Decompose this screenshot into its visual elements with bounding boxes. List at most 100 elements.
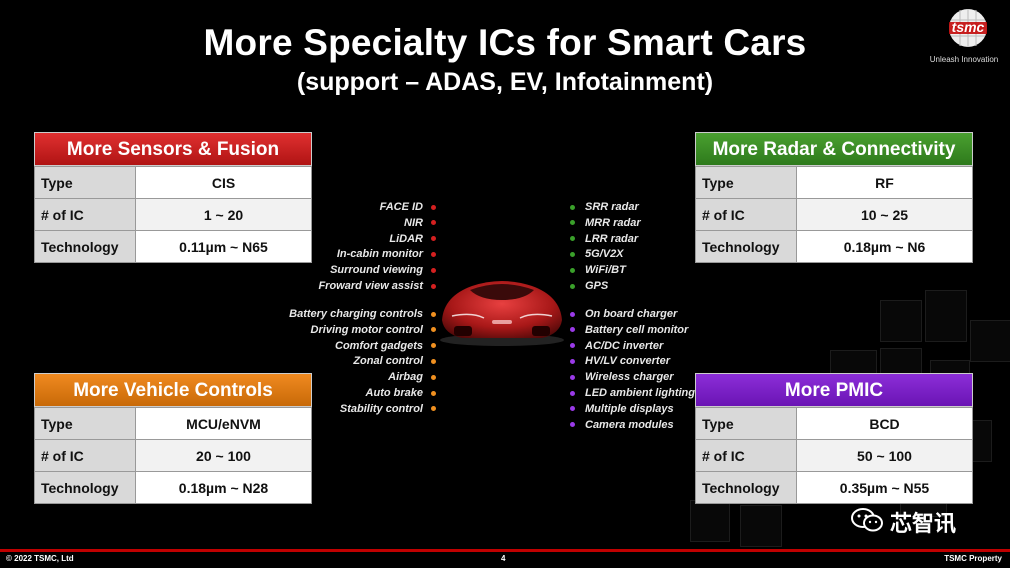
type-value: MCU/eNVM [135, 407, 312, 440]
bullet-dot-icon [570, 343, 575, 349]
bullet-dot-icon [570, 422, 575, 428]
list-item-label: Camera modules [585, 418, 674, 431]
num-ic-value: 10 ~ 25 [796, 198, 973, 231]
list-item-label: LED ambient lighting [585, 386, 695, 399]
bullet-dot-icon [431, 236, 436, 242]
list-item-label: Wireless charger [585, 371, 674, 384]
page-number: 4 [501, 554, 506, 563]
list-item: Zonal control [250, 354, 436, 370]
list-item: Stability control [250, 402, 436, 418]
type-value: BCD [796, 407, 973, 440]
footer-bar [0, 549, 1010, 552]
row-label: Technology [695, 471, 797, 504]
list-item: Froward view assist [250, 279, 436, 295]
list-item: LED ambient lighting [570, 386, 750, 402]
type-value: CIS [135, 166, 312, 199]
num-ic-value: 20 ~ 100 [135, 439, 312, 472]
list-item-label: AC/DC inverter [585, 339, 664, 352]
logo-slogan: Unleash Innovation [929, 55, 999, 64]
footer-copyright: © 2022 TSMC, Ltd [6, 554, 74, 563]
car-illustration [440, 281, 564, 346]
list-item: 5G/V2X [570, 247, 750, 263]
list-item: Surround viewing [250, 263, 436, 279]
bullet-dot-icon [570, 406, 575, 412]
list-item-label: Multiple displays [585, 402, 674, 415]
bullet-dot-icon [431, 204, 436, 210]
row-label: Technology [34, 471, 136, 504]
list-item-label: SRR radar [585, 201, 639, 213]
row-label: Type [34, 166, 136, 199]
list-item: Airbag [250, 370, 436, 386]
list-item-label: Battery cell monitor [585, 323, 689, 336]
row-label: # of IC [695, 439, 797, 472]
list-item: Battery cell monitor [570, 323, 750, 339]
list-item-label: Froward view assist [318, 279, 423, 292]
bullet-dot-icon [570, 251, 575, 257]
bullet-dot-icon [570, 220, 575, 226]
bullet-dot-icon [431, 311, 436, 317]
list-item-label: MRR radar [585, 216, 641, 229]
list-item-label: On board charger [585, 308, 678, 320]
row-label: Technology [695, 230, 797, 263]
bullet-dot-icon [431, 251, 436, 257]
num-ic-value: 1 ~ 20 [135, 198, 312, 231]
bullet-dot-icon [570, 374, 575, 380]
list-item: In-cabin monitor [250, 247, 436, 263]
list-item: FACE ID [250, 200, 436, 216]
bullet-dot-icon [431, 358, 436, 364]
page-title: More Specialty ICs for Smart Cars [203, 22, 807, 63]
technology-value: 0.18µm ~ N6 [796, 230, 973, 263]
list-item-label: 5G/V2X [585, 248, 624, 261]
card-title: More Vehicle Controls [34, 373, 312, 407]
list-item-label: In-cabin monitor [336, 248, 423, 261]
list-item: Camera modules [570, 418, 750, 434]
bullet-dot-icon [570, 327, 575, 333]
list-item-label: GPS [585, 279, 609, 292]
technology-value: 0.18µm ~ N28 [135, 471, 312, 504]
list-item: Battery charging controls [250, 307, 436, 323]
card-title: More Sensors & Fusion [34, 132, 312, 166]
wechat-icon [851, 508, 883, 532]
bullet-dot-icon [570, 236, 575, 242]
list-item-label: Airbag [388, 371, 423, 384]
list-item: WiFi/BT [570, 263, 750, 279]
bullet-dot-icon [570, 283, 575, 289]
list-item: MRR radar [570, 216, 750, 232]
card-title: More PMIC [695, 373, 973, 407]
list-item: NIR [250, 216, 436, 232]
list-item: Multiple displays [570, 402, 750, 418]
list-item: On board charger [570, 307, 750, 323]
bullet-dot-icon [431, 374, 436, 380]
bullet-dot-icon [570, 390, 575, 396]
list-item: Auto brake [250, 386, 436, 402]
list-item-label: Auto brake [365, 386, 423, 399]
bullet-dot-icon [431, 343, 436, 349]
list-item-label: LRR radar [585, 232, 639, 245]
list-item-label: Zonal control [353, 355, 423, 368]
bullet-dot-icon [431, 406, 436, 412]
list-item: GPS [570, 279, 750, 295]
footer-property: TSMC Property [944, 554, 1002, 563]
row-label: Type [34, 407, 136, 440]
bullet-dot-icon [431, 267, 436, 273]
row-label: # of IC [34, 198, 136, 231]
list-item-label: Surround viewing [330, 264, 423, 277]
list-item: Wireless charger [570, 370, 750, 386]
list-item-label: LiDAR [389, 232, 423, 245]
type-value: RF [796, 166, 973, 199]
list-item: SRR radar [570, 200, 750, 216]
num-ic-value: 50 ~ 100 [796, 439, 973, 472]
list-item: Comfort gadgets [250, 339, 436, 355]
bullet-dot-icon [431, 327, 436, 333]
